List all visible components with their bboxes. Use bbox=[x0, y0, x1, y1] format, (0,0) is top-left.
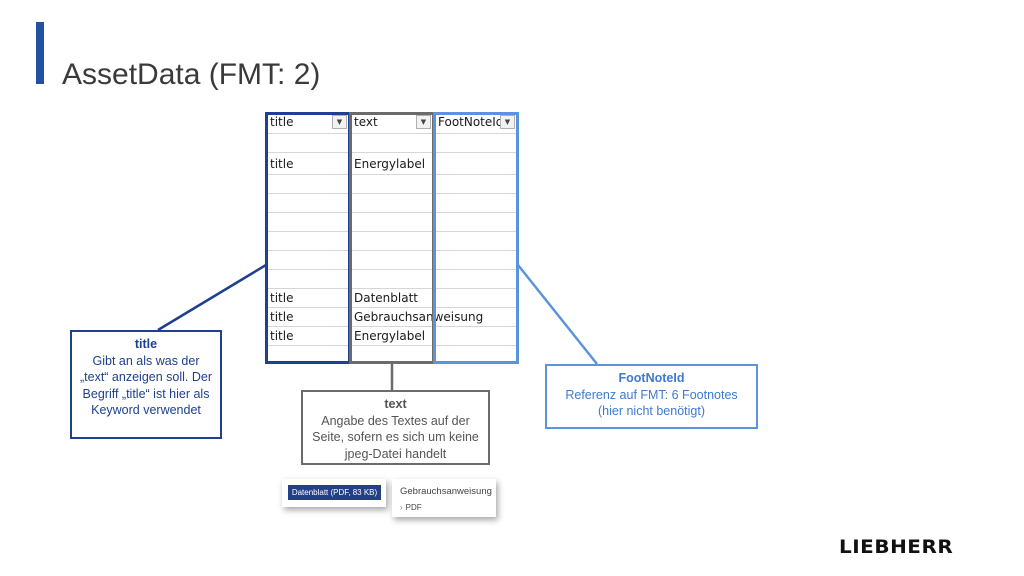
callout-text-body: Angabe des Textes auf der Seite, sofern … bbox=[312, 413, 479, 461]
dropdown-arrow-icon[interactable]: ▼ bbox=[332, 115, 347, 129]
callout-text: text Angabe des Textes auf der Seite, so… bbox=[301, 390, 490, 465]
cell bbox=[266, 213, 350, 232]
column-title: title ▼ title title title title bbox=[266, 112, 350, 364]
cell bbox=[350, 232, 434, 251]
callout-text-heading: text bbox=[384, 397, 407, 411]
cell bbox=[266, 175, 350, 194]
datasheet-download-button[interactable]: Datenblatt (PDF, 83 KB) bbox=[288, 485, 381, 500]
column-text: text ▼ Energylabel Datenblatt Gebrauchsa… bbox=[350, 112, 483, 365]
header-cell-text: text ▼ bbox=[350, 112, 434, 134]
cell bbox=[434, 270, 518, 289]
cell bbox=[350, 213, 434, 232]
dropdown-arrow-icon[interactable]: ▼ bbox=[500, 115, 515, 129]
cell bbox=[350, 270, 434, 289]
cell bbox=[434, 346, 518, 365]
manual-pdf-link[interactable]: ›PDF bbox=[400, 503, 422, 512]
cell bbox=[266, 194, 350, 213]
example-datasheet-card: Datenblatt (PDF, 83 KB) bbox=[282, 479, 386, 507]
page-title: AssetData (FMT: 2) bbox=[62, 58, 321, 91]
cell bbox=[266, 270, 350, 289]
example-manual-card: Gebrauchsanweisung ›PDF bbox=[392, 479, 496, 517]
dropdown-arrow-icon[interactable]: ▼ bbox=[416, 115, 431, 129]
cell bbox=[434, 175, 518, 194]
cell: title bbox=[266, 327, 350, 346]
callout-footnoteid: FootNoteId Referenz auf FMT: 6 Footnotes… bbox=[545, 364, 758, 429]
connector-footnote bbox=[517, 264, 598, 365]
header-cell-title: title ▼ bbox=[266, 112, 350, 134]
cell bbox=[266, 232, 350, 251]
cell bbox=[434, 251, 518, 270]
accent-bar bbox=[36, 22, 44, 84]
cell bbox=[434, 213, 518, 232]
cell bbox=[434, 134, 518, 153]
cell: Datenblatt bbox=[350, 289, 434, 308]
spreadsheet-excerpt: title ▼ title title title title text ▼ E… bbox=[265, 112, 519, 365]
callout-title: title Gibt an als was der „text“ anzeige… bbox=[70, 330, 222, 439]
cell: title bbox=[266, 289, 350, 308]
cell bbox=[434, 327, 518, 346]
cell bbox=[434, 194, 518, 213]
connector-title bbox=[157, 263, 267, 332]
cell bbox=[434, 289, 518, 308]
callout-title-heading: title bbox=[134, 337, 158, 351]
column-footnoteid: FootNoteId ▼ bbox=[434, 112, 518, 364]
callout-title-body: Gibt an als was der „text“ anzeigen soll… bbox=[79, 353, 212, 418]
callout-footnoteid-heading: FootNoteId bbox=[618, 371, 685, 385]
cell bbox=[350, 346, 434, 365]
cell bbox=[266, 134, 350, 153]
chevron-right-icon: › bbox=[400, 503, 403, 512]
cell bbox=[350, 251, 434, 270]
header-cell-footnoteid: FootNoteId ▼ bbox=[434, 112, 518, 134]
cell: title bbox=[266, 153, 350, 175]
callout-footnoteid-body: Referenz auf FMT: 6 Footnotes (hier nich… bbox=[565, 387, 738, 419]
manual-title: Gebrauchsanweisung bbox=[400, 486, 492, 497]
cell: title bbox=[266, 308, 350, 327]
cell bbox=[266, 251, 350, 270]
manual-pdf-label: PDF bbox=[405, 503, 422, 512]
cell: Energylabel bbox=[350, 327, 434, 346]
cell bbox=[434, 232, 518, 251]
cell bbox=[350, 194, 434, 213]
cell bbox=[434, 308, 518, 327]
cell bbox=[350, 134, 434, 153]
liebherr-logo: LIEBHERR bbox=[839, 536, 954, 558]
cell: Energylabel bbox=[350, 153, 434, 175]
cell bbox=[266, 346, 350, 365]
cell bbox=[350, 175, 434, 194]
cell: Gebrauchsanweisung bbox=[350, 308, 483, 327]
cell bbox=[434, 153, 518, 175]
